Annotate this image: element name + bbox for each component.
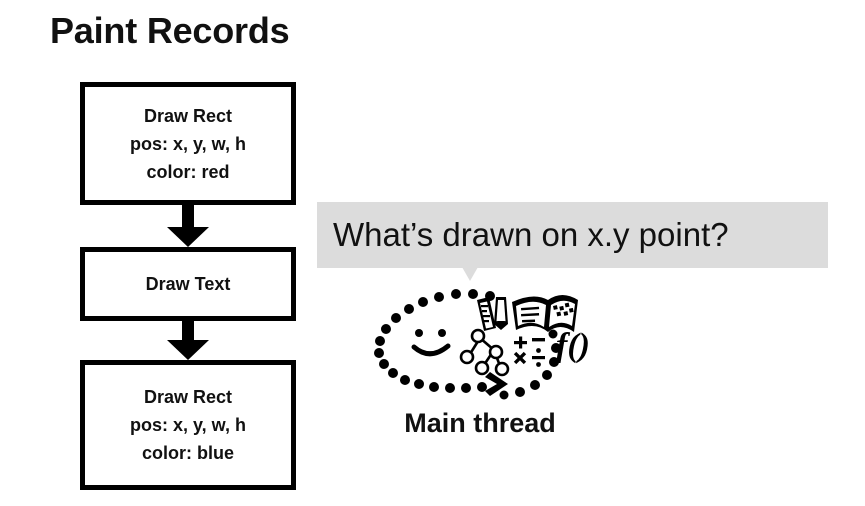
node-tree-icon [459, 328, 510, 377]
open-book-icon [512, 295, 578, 332]
math-operators-icon [513, 336, 545, 367]
record-line-color: color: red [146, 161, 230, 182]
record-line-op: Draw Rect [143, 387, 233, 407]
main-thread-illustration: f() [360, 288, 600, 408]
question-speech-bubble: What’s drawn on x.y point? [317, 202, 828, 268]
record-line-op: Draw Rect [143, 105, 233, 126]
svg-text:f(): f() [556, 327, 590, 364]
paint-record-box-draw-rect-red: Draw Rect pos: x, y, w, h color: red [80, 82, 296, 205]
smiley-face-icon [411, 329, 451, 357]
paint-record-box-draw-rect-blue: Draw Rect pos: x, y, w, h color: blue [80, 360, 296, 490]
chevron-arrow-icon [485, 372, 508, 396]
question-text: What’s drawn on x.y point? [333, 216, 729, 253]
pencil-icon [494, 297, 508, 330]
record-line-pos: pos: x, y, w, h [129, 133, 246, 154]
record-line-color: color: blue [141, 443, 234, 463]
function-fx-icon: f() [556, 327, 590, 364]
bubble-tail-icon [462, 267, 478, 281]
record-line-op: Draw Text [145, 274, 231, 294]
dotted-loop-icon [374, 289, 561, 400]
main-thread-label: Main thread [404, 408, 556, 438]
arrow-down-icon [163, 205, 213, 247]
arrow-down-icon [163, 321, 213, 360]
record-line-pos: pos: x, y, w, h [129, 415, 246, 435]
page-title: Paint Records [50, 10, 290, 51]
ruler-icon [477, 297, 496, 331]
paint-record-box-draw-text: Draw Text [80, 247, 296, 321]
